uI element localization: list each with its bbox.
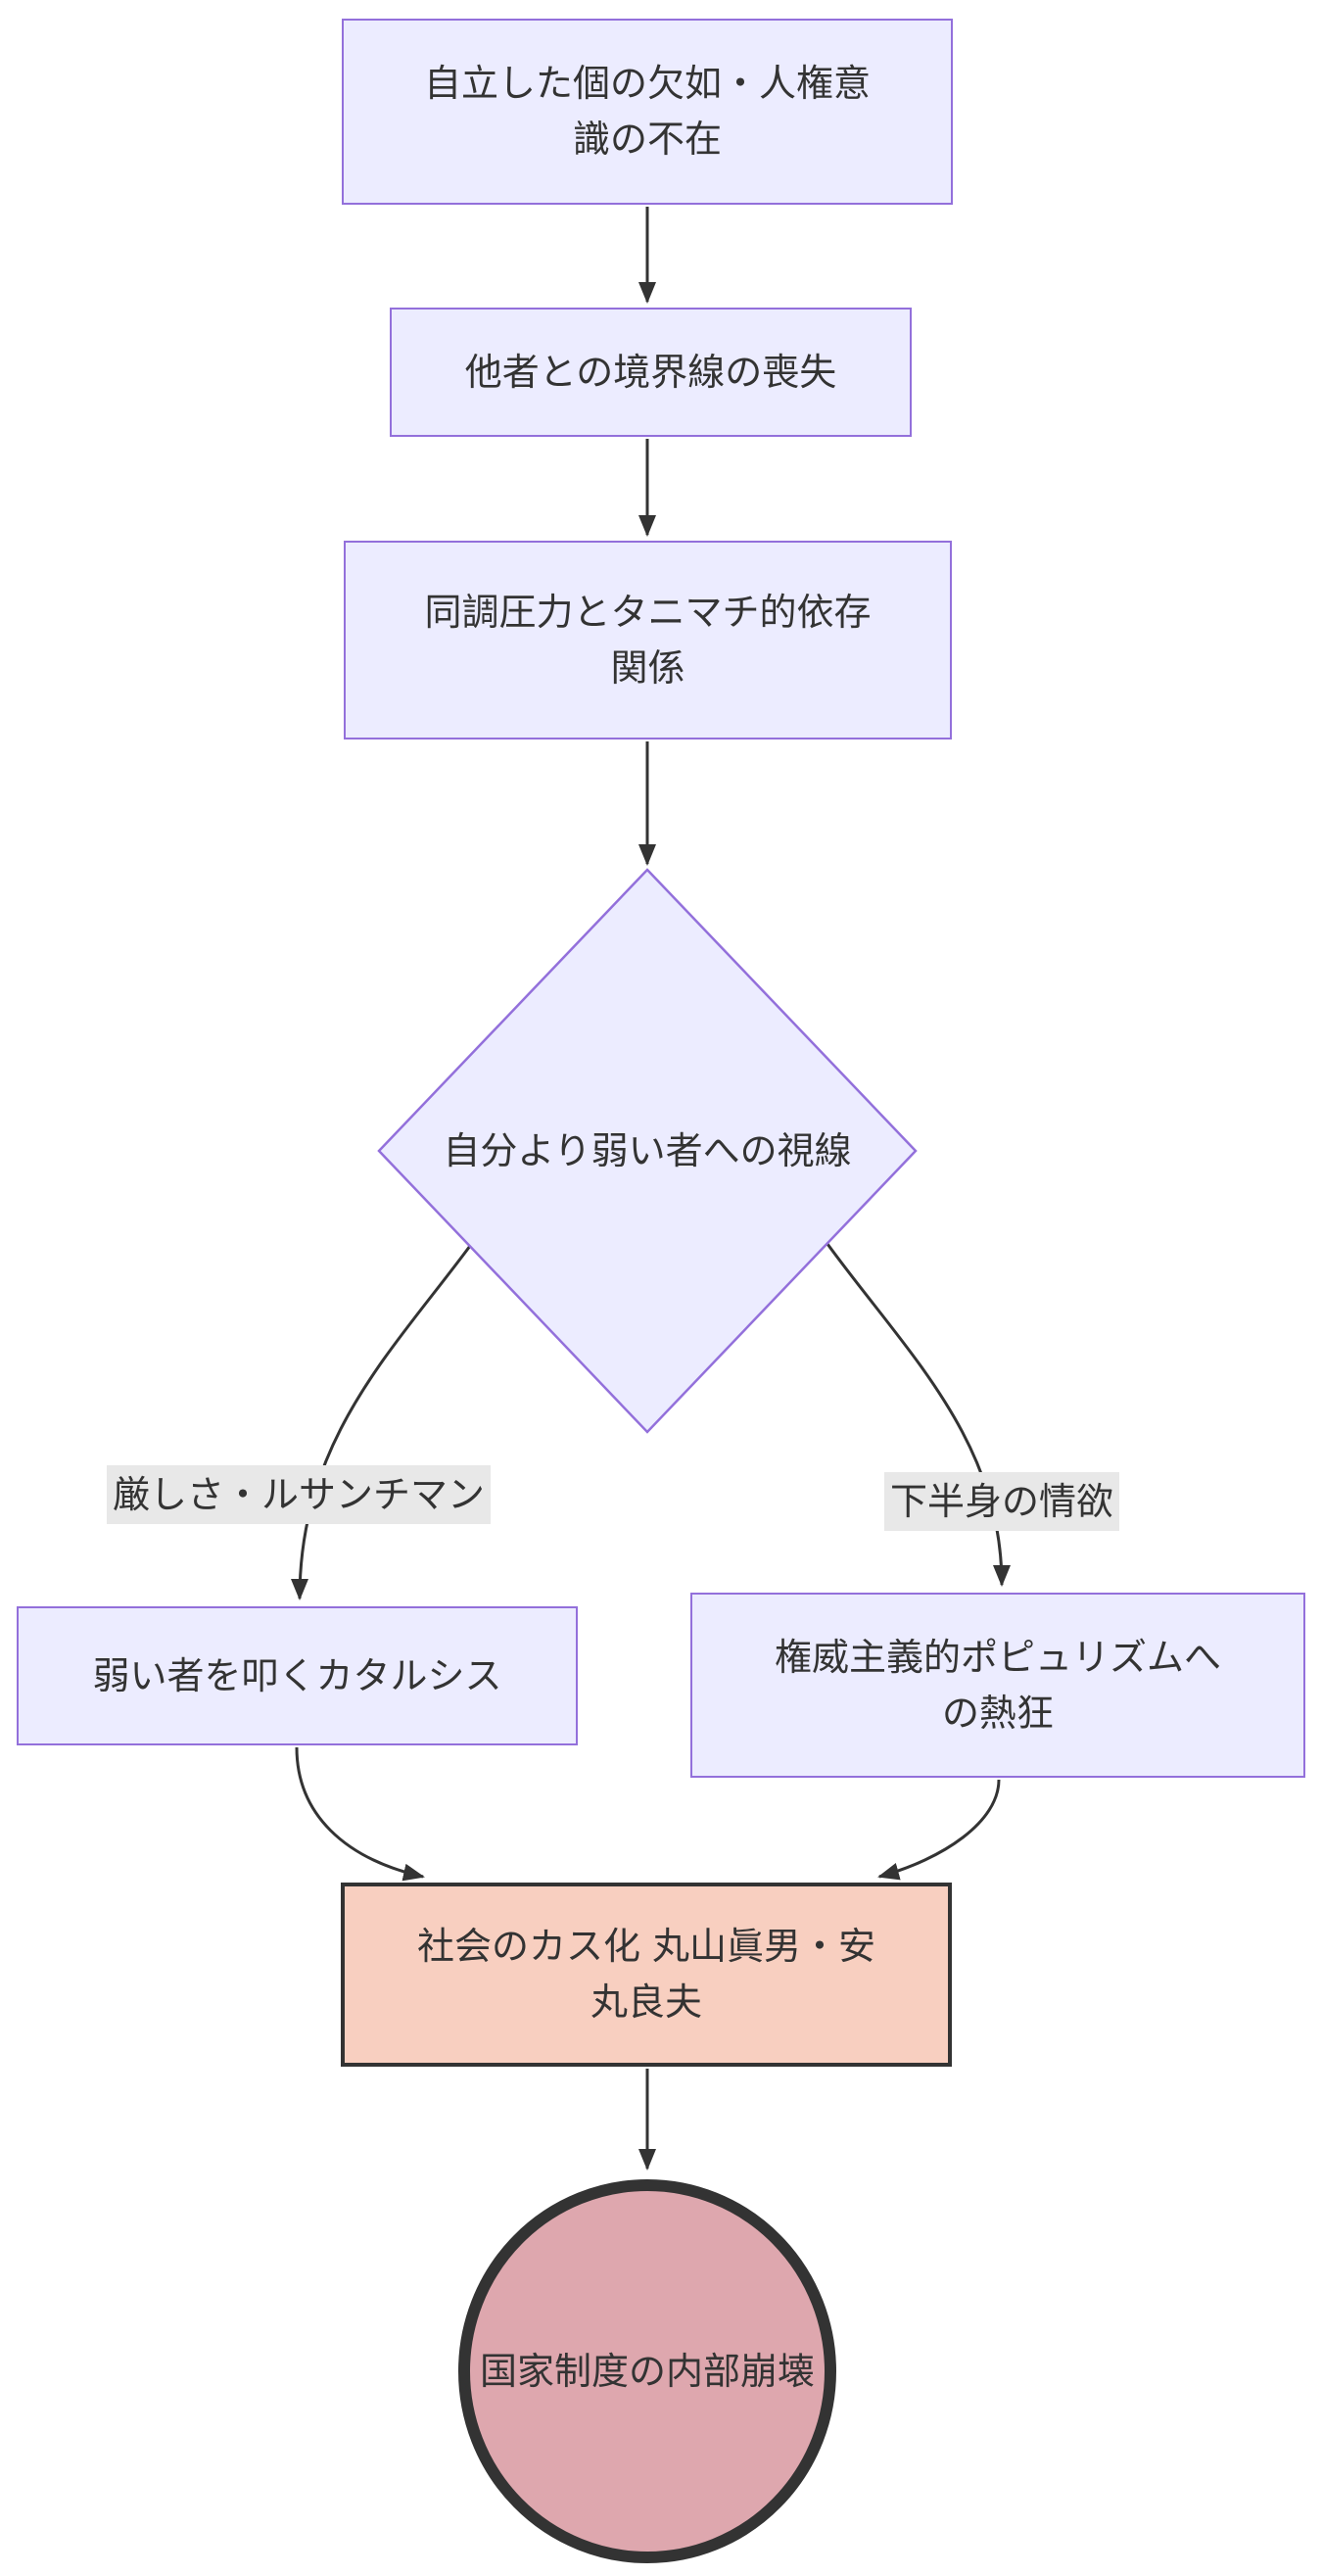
edge-label-lust: 下半身の情欲: [883, 1472, 1120, 1531]
end-circle-shape: [458, 2179, 836, 2563]
node-end-label: 国家制度の内部崩壊: [479, 2349, 815, 2393]
node-catharsis: 弱い者を叩くカタルシス: [17, 1606, 578, 1745]
node-decision: 自分より弱い者への視線: [379, 870, 916, 1432]
node-premise-label: 自立した個の欠如・人権意 識の不在: [423, 62, 871, 161]
edge-catharsis-merge: [295, 1746, 425, 1882]
decision-diamond-shape: [377, 868, 918, 1434]
node-boundary-label: 他者との境界線の喪失: [464, 350, 837, 394]
node-conformity-label: 同調圧力とタニマチ的依存 関係: [424, 590, 872, 690]
node-premise: 自立した個の欠如・人権意 識の不在: [342, 19, 953, 205]
edge-populism-merge: [877, 1779, 1001, 1881]
node-merge-label: 社会のカス化 丸山眞男・安 丸良夫: [416, 1925, 876, 2024]
node-decision-label: 自分より弱い者への視線: [443, 1128, 852, 1172]
node-merge: 社会のカス化 丸山眞男・安 丸良夫: [341, 1883, 952, 2067]
edge-label-resentment: 厳しさ・ルサンチマン: [106, 1465, 492, 1524]
node-conformity: 同調圧力とタニマチ的依存 関係: [344, 541, 952, 739]
node-boundary: 他者との境界線の喪失: [390, 308, 912, 437]
node-populism: 権威主義的ポピュリズムへ の熱狂: [690, 1593, 1305, 1778]
edge-decision-catharsis: [291, 1245, 472, 1600]
node-catharsis-label: 弱い者を叩くカタルシス: [92, 1653, 502, 1697]
node-end: 国家制度の内部崩壊: [459, 2179, 835, 2563]
edge-label-lust-text: 下半身の情欲: [889, 1480, 1114, 1523]
node-populism-label: 権威主義的ポピュリズムへ の熱狂: [774, 1635, 1221, 1735]
edge-label-resentment-text: 厳しさ・ルサンチマン: [112, 1473, 486, 1516]
